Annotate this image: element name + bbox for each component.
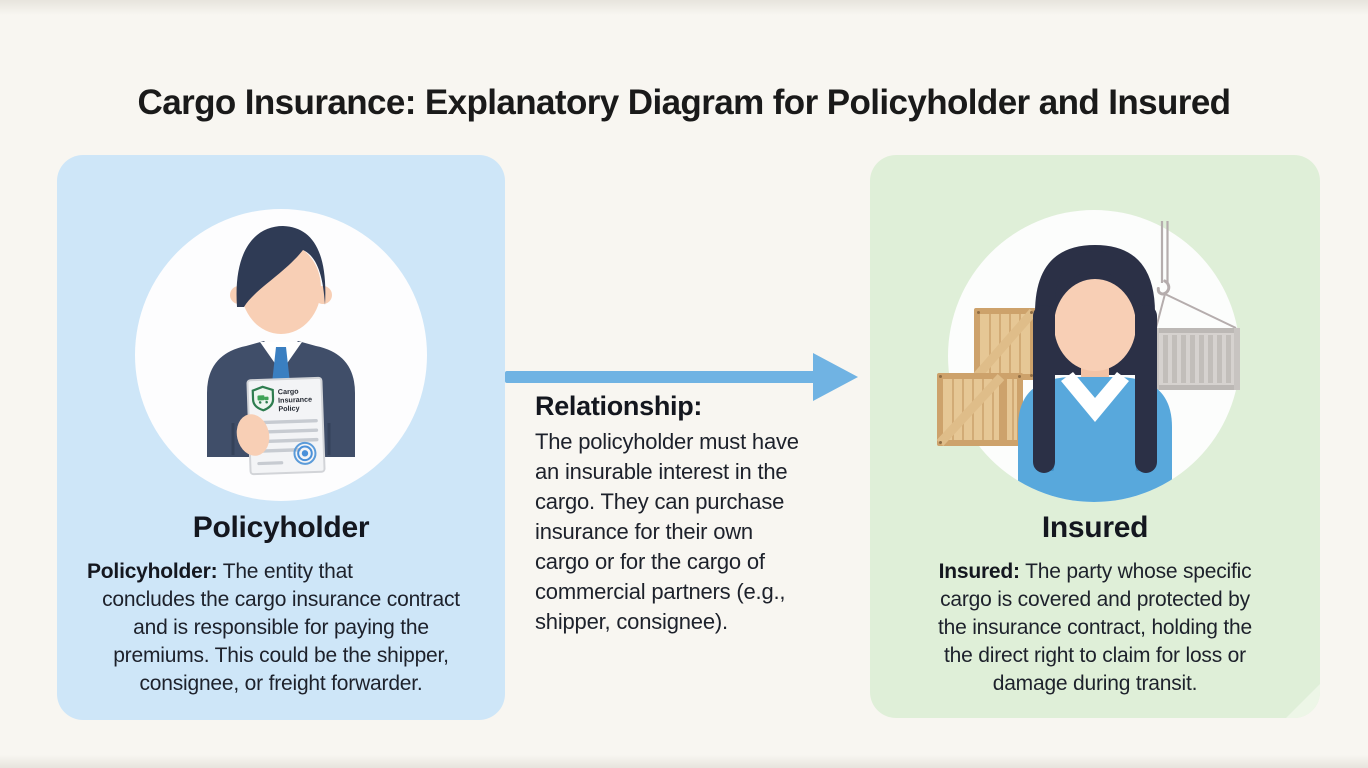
insurance-policy-document: Cargo Insurance Policy: [246, 376, 326, 476]
crate-lower: [936, 373, 1023, 447]
hair: [236, 226, 326, 307]
insured-avatar: [936, 210, 1240, 502]
document-seal: [293, 441, 317, 465]
hair-lock-right: [1135, 305, 1157, 473]
doc-title-2: Insurance: [278, 395, 312, 405]
face: [1054, 279, 1136, 371]
collar: [1061, 372, 1129, 422]
relationship-arrow-head: [813, 353, 858, 401]
doc-title-3: Policy: [278, 404, 299, 414]
relationship-heading: Relationship:: [535, 391, 703, 421]
page-title: Cargo Insurance: Explanatory Diagram for…: [137, 83, 1232, 123]
hair-fringe: [1054, 251, 1136, 317]
wooden-crates: [936, 308, 1037, 447]
policyholder-avatar: Cargo Insurance Policy: [135, 209, 427, 501]
hand: [236, 414, 270, 456]
relationship-arrow: [505, 371, 815, 383]
shipping-container: [1153, 328, 1240, 390]
crane-hook-icon: [1155, 221, 1237, 329]
insured-heading: Insured: [1041, 511, 1149, 544]
blouse: [1018, 377, 1172, 502]
policyholder-card: Cargo Insurance Policy Policyholder Poli…: [57, 155, 505, 720]
sleeve-seams: [231, 423, 331, 455]
insured-card: Insured Insured: The party whose specifi…: [870, 155, 1320, 718]
relationship-block: Relationship: The policyholder must have…: [535, 391, 865, 637]
doc-title-1: Cargo: [278, 387, 300, 397]
hair-lock-left: [1033, 305, 1055, 473]
policyholder-heading: Policyholder: [192, 511, 370, 544]
crate-upper: [973, 308, 1037, 380]
corner-fold: [1286, 684, 1320, 718]
